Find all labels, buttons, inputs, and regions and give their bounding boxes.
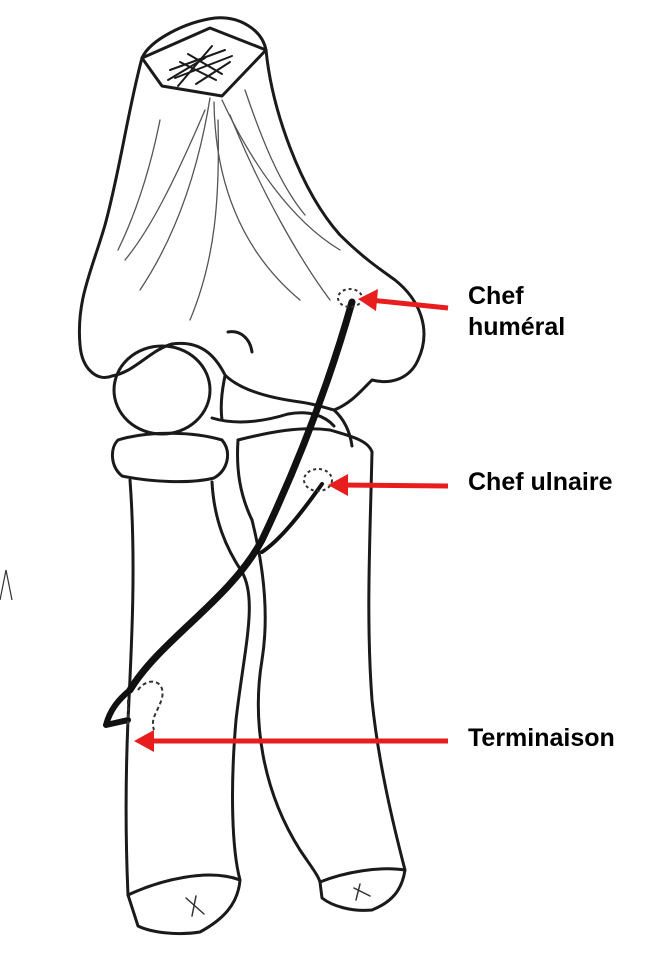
arrow-terminaison bbox=[134, 730, 448, 752]
muscle-band bbox=[106, 302, 352, 725]
arrow-humeral bbox=[358, 289, 448, 311]
arrow-ulnaire bbox=[328, 474, 448, 496]
label-chef-humeral-line2: huméral bbox=[468, 312, 565, 343]
label-chef-humeral: Chef huméral bbox=[468, 281, 565, 343]
distal-hatching bbox=[186, 884, 370, 916]
label-terminaison: Terminaison bbox=[468, 723, 615, 754]
label-chef-ulnaire: Chef ulnaire bbox=[468, 467, 612, 498]
edge-mark bbox=[0, 570, 12, 600]
ulna-distal bbox=[320, 869, 405, 911]
label-chef-humeral-line1: Chef bbox=[468, 281, 565, 312]
humerus-shading bbox=[118, 90, 340, 320]
radius-head bbox=[112, 433, 227, 481]
radius-distal bbox=[128, 875, 240, 934]
humerus-hatching bbox=[168, 46, 232, 86]
capitulum bbox=[114, 346, 210, 434]
radius-shaft bbox=[126, 480, 249, 895]
